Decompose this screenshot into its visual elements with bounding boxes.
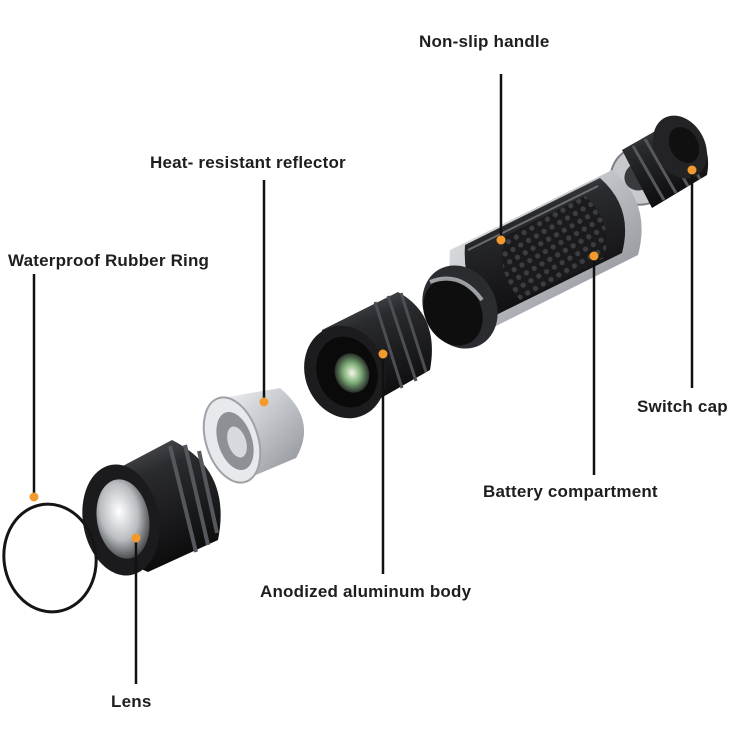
- label-heat-resistant-reflector: Heat- resistant reflector: [150, 153, 346, 172]
- handle-tube-part: [422, 170, 642, 349]
- label-non-slip-handle: Non-slip handle: [419, 32, 550, 51]
- marker-battery: [589, 251, 599, 261]
- marker-switch: [687, 165, 697, 175]
- rubber-ring-part: [2, 502, 98, 614]
- label-anodized-aluminum-body: Anodized aluminum body: [260, 582, 472, 601]
- marker-reflector: [259, 397, 269, 407]
- label-waterproof-rubber-ring: Waterproof Rubber Ring: [8, 251, 210, 270]
- reflector-part: [202, 388, 305, 484]
- marker-lens: [131, 533, 141, 543]
- marker-body: [378, 349, 388, 359]
- marker-ring: [29, 492, 39, 502]
- label-battery-compartment: Battery compartment: [483, 482, 658, 501]
- label-switch-cap: Switch cap: [637, 397, 728, 416]
- label-lens: Lens: [111, 692, 152, 711]
- head-body-part: [304, 292, 432, 419]
- leader-lines: [32, 74, 694, 684]
- markers: [29, 165, 697, 543]
- marker-handle: [496, 235, 506, 245]
